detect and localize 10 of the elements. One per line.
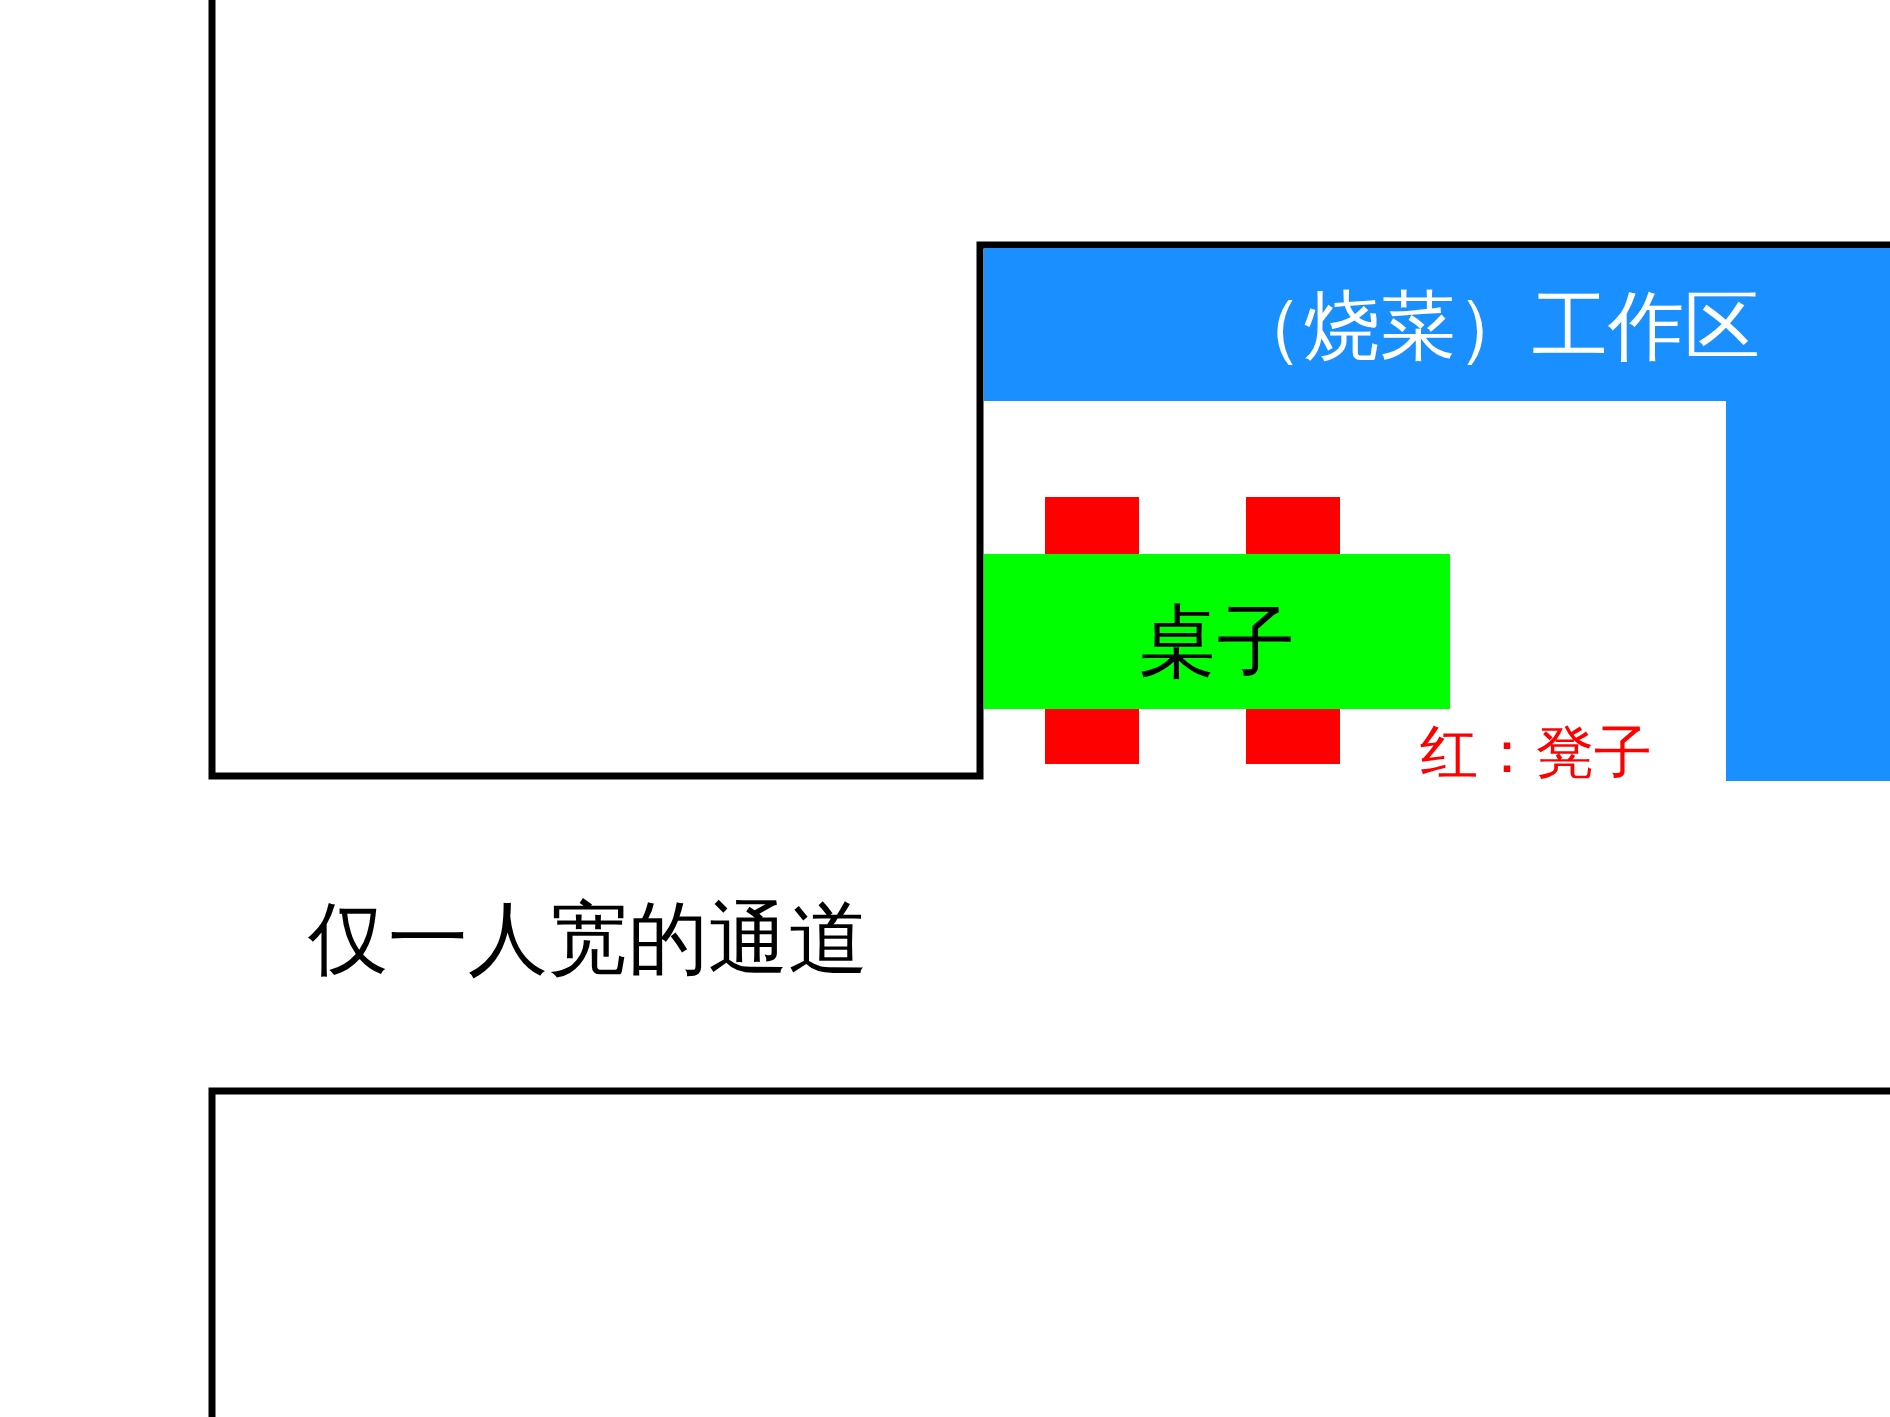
stool-rect — [1246, 709, 1340, 764]
area-label: （烧菜）工作区 — [1228, 280, 1760, 372]
stool-rect — [1246, 497, 1340, 554]
table-rect — [984, 554, 1450, 709]
work-area — [984, 248, 1890, 781]
table-label: 桌子 — [1138, 595, 1296, 688]
legend-note: 红：凳子 — [1420, 717, 1652, 788]
stool-rect — [1045, 497, 1139, 554]
passage-label: 仅一人宽的通道 — [308, 891, 868, 987]
stool-rect — [1045, 709, 1139, 764]
